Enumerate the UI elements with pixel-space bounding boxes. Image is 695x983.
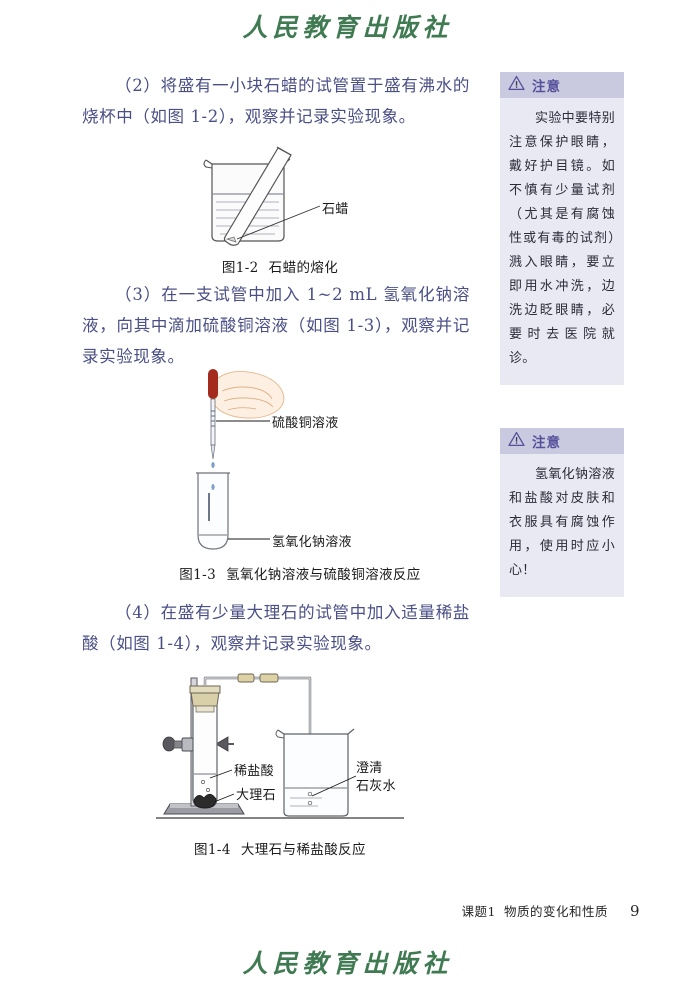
figure-1-3-label-copper-sulfate: 硫酸铜溶液 — [272, 416, 339, 431]
figure-1-4-title: 大理石与稀盐酸反应 — [240, 842, 366, 858]
figure-1-4: 稀盐酸 大理石 澄清 石灰水 图1-4 大理石与稀盐酸反应 — [150, 672, 410, 858]
figure-1-2-title: 石蜡的熔化 — [268, 260, 339, 276]
figure-1-2: 石蜡 图1-2 石蜡的熔化 — [150, 138, 410, 276]
footer-page-number: 9 — [629, 902, 640, 920]
figure-1-3-label-sodium-hydroxide: 氢氧化钠溶液 — [272, 535, 352, 550]
notice-box-corrosive: 注意 氢氧化钠溶液和盐酸对皮肤和衣服具有腐蚀作用，使用时应小心！ — [500, 428, 624, 597]
figure-1-2-caption: 图1-2 石蜡的熔化 — [150, 256, 410, 276]
figure-1-3-title: 氢氧化钠溶液与硫酸铜溶液反应 — [226, 567, 421, 583]
warning-triangle-icon — [508, 431, 525, 451]
figure-1-3-number: 图1-3 — [179, 567, 217, 583]
notice-body-text: 氢氧化钠溶液和盐酸对皮肤和衣服具有腐蚀作用，使用时应小心！ — [509, 467, 615, 578]
figure-1-2-number: 图1-2 — [221, 260, 259, 276]
publisher-logo-bottom: 人民教育出版社 — [242, 949, 453, 978]
paragraph-step-4: （4）在盛有少量大理石的试管中加入适量稀盐酸（如图 1-4），观察并记录实验现象… — [82, 603, 470, 653]
page-footer: 课题1 物质的变化和性质 9 — [0, 901, 695, 920]
figure-1-4-label-dilute-hydrochloric-acid: 稀盐酸 — [234, 764, 274, 779]
footer-topic: 课题1 — [461, 904, 496, 919]
figure-1-3: 硫酸铜溶液 氢氧化钠溶液 图1-3 氢氧化钠溶液与硫酸铜溶液反应 — [150, 363, 470, 583]
figure-1-4-label-limewater-line2: 石灰水 — [356, 779, 396, 794]
notice-header: 注意 — [500, 428, 624, 454]
paragraph-step-2: （2）将盛有一小块石蜡的试管置于盛有沸水的烧杯中（如图 1-2），观察并记录实验… — [82, 76, 470, 126]
notice-header: 注意 — [500, 72, 624, 98]
figure-1-2-label-paraffin: 石蜡 — [322, 202, 349, 217]
footer-title: 物质的变化和性质 — [503, 904, 608, 919]
notice-title: 注意 — [532, 79, 561, 95]
figure-1-4-caption: 图1-4 大理石与稀盐酸反应 — [150, 838, 410, 858]
figure-1-3-caption: 图1-3 氢氧化钠溶液与硫酸铜溶液反应 — [130, 563, 470, 583]
figure-1-4-drawing — [156, 673, 404, 819]
notice-body-text: 实验中要特别注意保护眼睛，戴好护目镜。如不慎有少量试剂（尤其是有腐蚀性或有毒的试… — [509, 111, 615, 366]
figure-1-3-drawing — [196, 369, 285, 550]
notice-box-eye-protection: 注意 实验中要特别注意保护眼睛，戴好护目镜。如不慎有少量试剂（尤其是有腐蚀性或有… — [500, 72, 624, 385]
figure-1-4-number: 图1-4 — [194, 842, 231, 858]
publisher-logo-top: 人民教育出版社 — [242, 13, 453, 42]
notice-title: 注意 — [532, 435, 561, 451]
warning-triangle-icon — [508, 75, 525, 95]
paragraph-step-3: （3）在一支试管中加入 1~2 mL 氢氧化钠溶液，向其中滴加硫酸铜溶液（如图 … — [82, 285, 470, 366]
figure-1-4-label-limewater-line1: 澄清 — [356, 761, 383, 776]
figure-1-4-label-marble: 大理石 — [236, 788, 276, 803]
figure-1-2-drawing — [203, 146, 321, 246]
